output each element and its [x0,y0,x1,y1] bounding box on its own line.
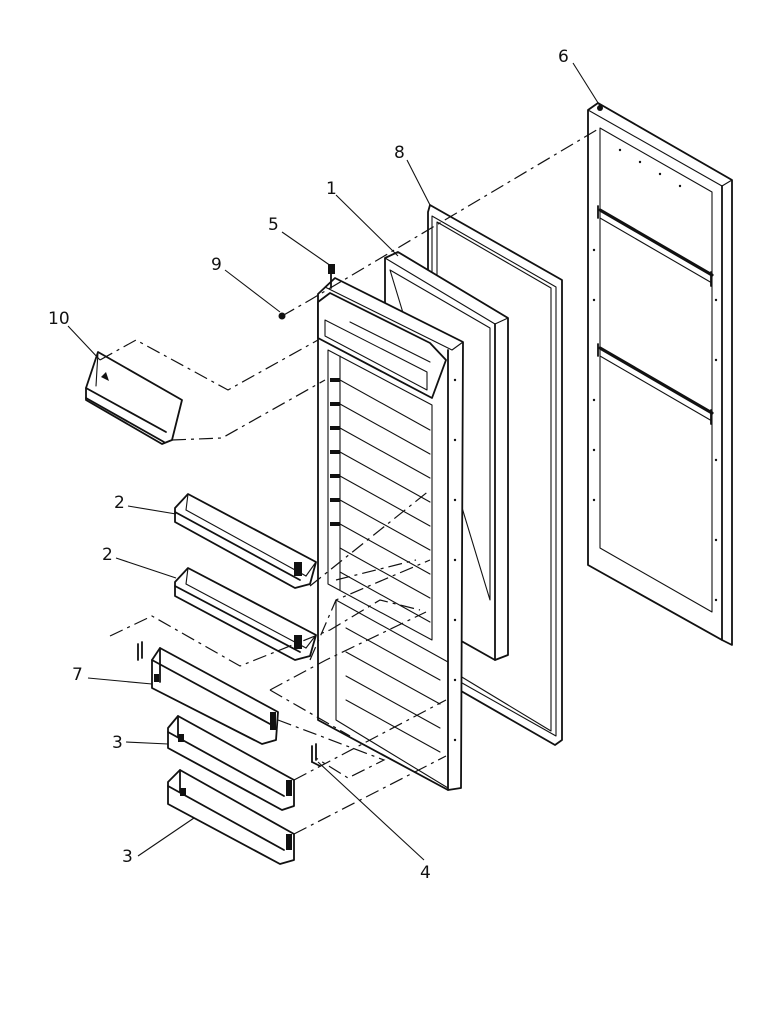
callout-part-6: 6 [558,47,569,67]
door-shelf-upper-part-2 [174,493,317,589]
callout-part-4: 4 [420,863,431,883]
door-bin-lower-part-3 [167,769,295,865]
hinge-pin-part-5 [328,264,335,289]
bin-clip-part-4 [311,743,321,767]
door-liner [317,277,464,791]
leader-lines [67,62,601,861]
callout-part-9: 9 [211,255,222,275]
callout-part-3-upper: 3 [112,733,123,753]
callout-part-2-lower: 2 [102,545,113,565]
callout-part-3-lower: 3 [122,847,133,867]
door-panel-part-6 [587,102,733,646]
callout-part-8: 8 [394,143,405,163]
callout-part-2-upper: 2 [114,493,125,513]
dairy-door-part-10 [85,351,183,445]
shelf-rail-part-7 [151,647,279,745]
callout-part-7: 7 [72,665,83,685]
callout-part-10: 10 [48,309,70,329]
assembly-lines [99,127,601,835]
callout-part-1: 1 [326,179,337,199]
door-bin-upper-part-3 [167,715,295,811]
callout-part-5: 5 [268,215,279,235]
rail-clip [137,641,143,661]
callout-labels: 6 8 1 5 9 10 2 2 7 3 3 4 [48,47,569,883]
door-shelf-lower-part-2 [174,567,317,661]
